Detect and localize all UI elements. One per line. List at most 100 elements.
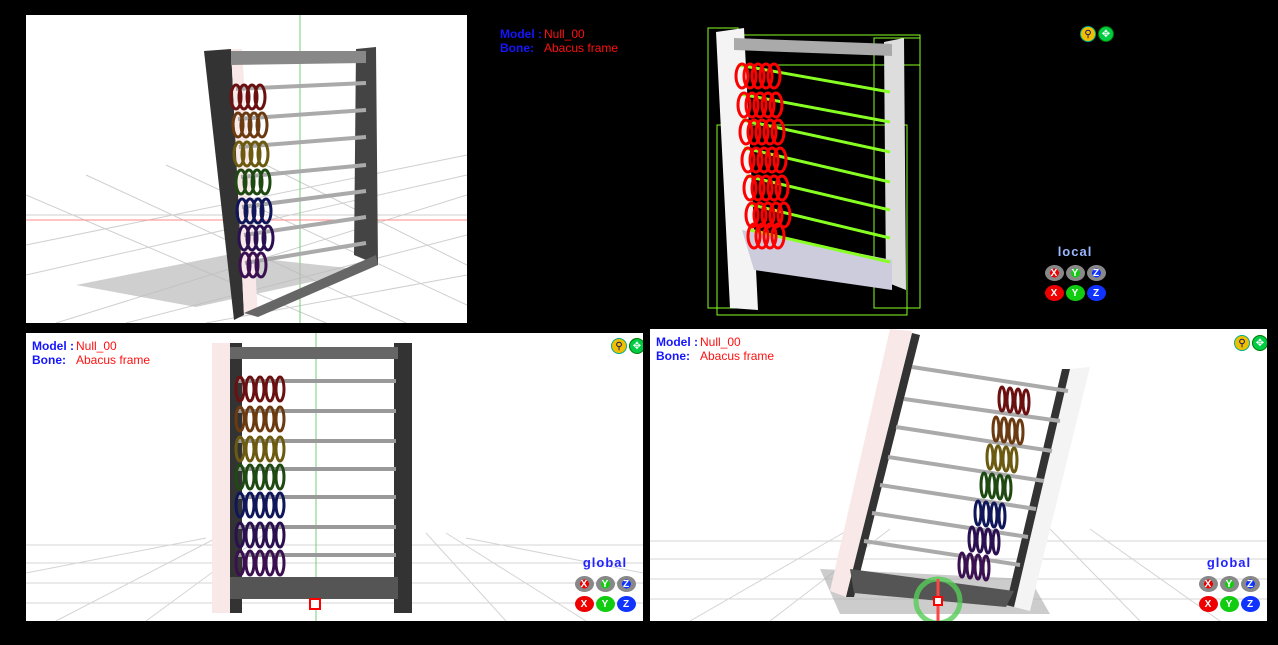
bead: [264, 463, 276, 491]
move-icon[interactable]: ✥: [1252, 335, 1267, 351]
model-info: Model :Null_00 Bone:Abacus frame: [656, 335, 774, 363]
rotate-x-icon[interactable]: X: [1044, 265, 1064, 281]
coordinate-mode[interactable]: global: [1206, 555, 1252, 570]
bead: [1009, 446, 1019, 474]
bead: [760, 91, 776, 119]
bead: [259, 197, 273, 225]
zoom-icon[interactable]: ⚲: [1234, 335, 1250, 351]
translate-y-icon[interactable]: Y: [1065, 285, 1085, 301]
bead: [776, 201, 792, 229]
bead: [243, 197, 257, 225]
rotate-x-icon[interactable]: X: [1198, 576, 1218, 592]
abacus-scene-4: [650, 329, 1267, 621]
translate-z-icon[interactable]: Z: [1086, 285, 1106, 301]
bead: [235, 197, 249, 225]
bead: [744, 201, 760, 229]
bead: [238, 251, 252, 279]
bead: [746, 118, 762, 146]
abacus-scene-1: [26, 15, 467, 323]
zoom-icon[interactable]: ⚲: [1080, 26, 1096, 42]
bead: [746, 222, 762, 250]
bone-label: Bone:: [32, 353, 66, 367]
rotate-z-icon[interactable]: Z: [1240, 576, 1260, 592]
bead: [254, 375, 266, 403]
bead: [231, 111, 245, 139]
translate-x-icon[interactable]: X: [574, 596, 594, 612]
bead: [229, 83, 243, 111]
bead: [264, 405, 276, 433]
frame-left: [212, 343, 232, 613]
bead: [750, 62, 766, 90]
bead: [770, 118, 786, 146]
bone-value: Abacus frame: [700, 349, 775, 363]
bead: [967, 525, 977, 553]
bone-label: Bone:: [500, 41, 534, 55]
frame-base: [742, 230, 892, 290]
bead: [234, 463, 246, 491]
rotate-y-icon[interactable]: Y: [595, 576, 615, 592]
pivot-marker: [933, 596, 943, 606]
frame-left: [830, 329, 912, 597]
rotate-z-icon[interactable]: Z: [616, 576, 636, 592]
bead: [997, 385, 1007, 413]
bead: [234, 168, 248, 196]
translate-y-icon[interactable]: Y: [595, 596, 615, 612]
bead: [256, 140, 270, 168]
frame-right: [354, 47, 378, 265]
beads: [957, 385, 1031, 582]
bead: [254, 251, 268, 279]
translate-z-icon[interactable]: Z: [616, 596, 636, 612]
bead: [1005, 386, 1015, 414]
bead: [740, 146, 756, 174]
bead: [762, 222, 778, 250]
bead: [975, 526, 985, 554]
bead: [1007, 417, 1017, 445]
bead: [762, 118, 778, 146]
rotate-z-icon[interactable]: Z: [1086, 265, 1106, 281]
beads: [234, 375, 286, 577]
bead: [957, 551, 967, 579]
bead: [742, 62, 758, 90]
move-icon[interactable]: ✥: [1098, 26, 1114, 42]
rotate-y-icon[interactable]: Y: [1219, 576, 1239, 592]
viewport-perspective[interactable]: [26, 15, 467, 323]
bead: [246, 251, 260, 279]
coordinate-mode[interactable]: local: [1057, 244, 1093, 259]
bead: [965, 552, 975, 580]
rotate-x-icon[interactable]: X: [574, 576, 594, 592]
rotate-y-icon[interactable]: Y: [1065, 265, 1085, 281]
bead: [981, 500, 991, 528]
translate-x-icon[interactable]: X: [1044, 285, 1064, 301]
frame-base: [230, 577, 398, 599]
model-label: Model :: [500, 27, 542, 41]
frame-base: [850, 569, 1014, 607]
viewport-selection[interactable]: Model :Null_00 Bone:Abacus frame ⚲ ✥ loc…: [472, 10, 1272, 326]
bead: [752, 91, 768, 119]
translate-x-icon[interactable]: X: [1198, 596, 1218, 612]
zoom-icon[interactable]: ⚲: [611, 338, 627, 354]
bead: [1001, 445, 1011, 473]
bead: [244, 375, 256, 403]
abacus-scene-3: [26, 333, 643, 621]
frame-top: [231, 51, 366, 65]
translate-y-icon[interactable]: Y: [1219, 596, 1239, 612]
move-icon[interactable]: ✥: [629, 338, 643, 354]
model-info: Model :Null_00 Bone:Abacus frame: [500, 27, 618, 55]
bead: [274, 375, 286, 403]
bone-value: Abacus frame: [76, 353, 151, 367]
viewport-front[interactable]: Model :Null_00 Bone:Abacus frame ⚲ ✥ glo…: [26, 333, 643, 621]
view-tools: ⚲ ✥: [1234, 335, 1267, 351]
viewport-rotated[interactable]: Model :Null_00 Bone:Abacus frame ⚲ ✥ glo…: [650, 329, 1267, 621]
coordinate-mode[interactable]: global: [582, 555, 628, 570]
bead: [1003, 474, 1013, 502]
bead: [973, 553, 983, 581]
bead: [1015, 418, 1025, 446]
bead: [991, 528, 1001, 556]
bead: [754, 118, 770, 146]
translate-z-icon[interactable]: Z: [1240, 596, 1260, 612]
model-label: Model :: [656, 335, 698, 349]
bead: [264, 435, 276, 463]
bead: [744, 91, 760, 119]
bead: [758, 174, 774, 202]
bead: [264, 375, 276, 403]
